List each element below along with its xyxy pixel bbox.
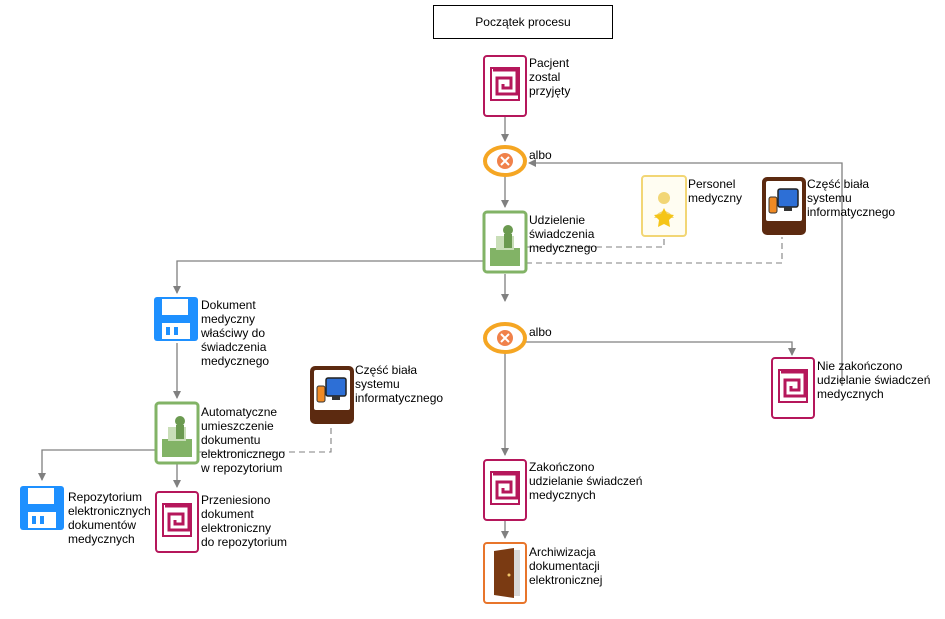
task-archive-label: Archiwizacja dokumentacji elektronicznej bbox=[529, 545, 603, 587]
event-patient-admitted-icon[interactable] bbox=[482, 54, 528, 118]
resource-it-system-1-label: Część biała systemu informatycznego bbox=[807, 177, 896, 219]
task-provide-service-icon[interactable] bbox=[482, 210, 528, 274]
event-patient-admitted-label: Pacjent zostal przyjęty bbox=[529, 56, 571, 98]
event-finished-label: Zakończono udzielanie świadczeń medyczny… bbox=[529, 460, 643, 502]
task-auto-place-icon[interactable] bbox=[154, 401, 200, 465]
connectors bbox=[38, 116, 843, 539]
start-process-box[interactable]: Początek procesu bbox=[433, 5, 613, 39]
gateway-1-icon[interactable] bbox=[483, 145, 527, 177]
event-not-finished-icon[interactable] bbox=[770, 356, 816, 420]
task-auto-place-label: Automatyczne umieszczenie dokumentu elek… bbox=[201, 405, 286, 475]
document-repository-icon[interactable] bbox=[20, 486, 64, 530]
gateway-1-label: albo bbox=[529, 148, 552, 162]
gateway-2-label: albo bbox=[529, 325, 552, 339]
document-medical-icon[interactable] bbox=[154, 297, 198, 341]
resource-staff-label: Personel medyczny bbox=[688, 177, 743, 205]
resource-it-system-1-icon[interactable] bbox=[761, 176, 807, 236]
event-moved-to-repo-label: Przeniesiono dokument elektroniczny do r… bbox=[201, 493, 288, 549]
document-repository-label: Repozytorium elektronicznych dokumentów … bbox=[68, 490, 151, 546]
resource-staff-icon[interactable] bbox=[641, 175, 687, 237]
task-archive-icon[interactable] bbox=[483, 542, 527, 604]
event-not-finished-label: Nie zakończono udzielanie świadczeń medy… bbox=[817, 359, 931, 401]
resource-it-system-2-label: Część biała systemu informatycznego bbox=[355, 363, 444, 405]
resource-it-system-2-icon[interactable] bbox=[309, 365, 355, 425]
gateway-2-icon[interactable] bbox=[483, 322, 527, 354]
document-medical-label: Dokument medyczny właściwy do świadczeni… bbox=[201, 298, 270, 368]
event-finished-icon[interactable] bbox=[482, 458, 528, 522]
associations bbox=[199, 237, 783, 453]
task-provide-service-label: Udzielenie świadczenia medycznego bbox=[529, 213, 598, 255]
event-moved-to-repo-icon[interactable] bbox=[154, 490, 200, 554]
